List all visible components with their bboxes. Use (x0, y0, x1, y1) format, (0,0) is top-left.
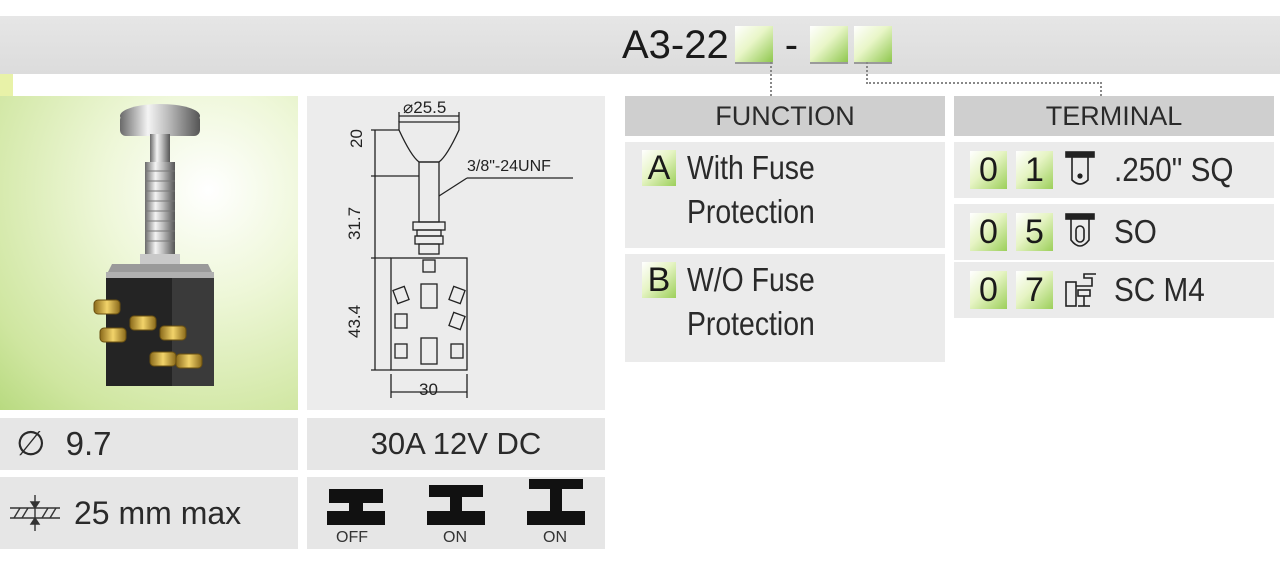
diameter-dimension: ⌀25.5 (403, 98, 447, 117)
position-label-on-1: ON (443, 529, 467, 546)
diameter-value: 9.7 (65, 425, 112, 462)
terminal-option-05: 0 5 SO (954, 204, 1274, 260)
function-code-badge: A (642, 149, 676, 187)
rating-value: 30A 12V DC (370, 426, 542, 461)
terminal-digit-1: 0 (970, 213, 1007, 251)
switch-positions: OFF ON ON (307, 477, 605, 549)
terminal-digit-2: 1 (1016, 151, 1053, 189)
top-height-dimension: 20 (347, 129, 366, 148)
thread-spec: 3/8"-24UNF (467, 158, 551, 175)
body-width-dimension: 30 (419, 380, 438, 399)
solder-terminal-icon (1065, 213, 1095, 247)
off-position-icon (327, 489, 385, 525)
terminal-digit-1: 0 (970, 271, 1007, 309)
shaft-length-dimension: 31.7 (345, 206, 364, 240)
screw-terminal-icon (1065, 273, 1096, 307)
terminal-option-07: 0 7 SC M4 (954, 262, 1274, 318)
rating-spec: 30A 12V DC (307, 418, 605, 470)
function-code-box (734, 26, 773, 64)
panel-thickness-value: 25 mm max (74, 494, 242, 531)
dimension-drawing: ⌀25.5 20 31.7 43.4 30 3/8"-24UNF (307, 96, 605, 410)
header-bar (0, 16, 1280, 74)
function-label-line2: Protection (687, 305, 815, 342)
terminal-connector-v1 (866, 62, 868, 84)
on-position-icon-1 (427, 485, 485, 525)
function-code-badge: B (642, 261, 676, 299)
terminal-code-box-2 (854, 26, 893, 64)
terminal-digit-1: 0 (970, 151, 1007, 189)
terminal-digit-2: 5 (1016, 213, 1053, 251)
function-header: FUNCTION (625, 96, 945, 136)
function-option-b: B W/O Fuse Protection (625, 254, 945, 362)
diameter-symbol: ∅ (16, 425, 46, 463)
body-height-dimension: 43.4 (345, 304, 364, 338)
function-label-line2: Protection (687, 193, 815, 230)
terminal-connector-v2 (1100, 82, 1102, 96)
diameter-spec: ∅ 9.7 (0, 418, 298, 470)
terminal-connector-h (866, 82, 1102, 84)
panel-thickness-icon (10, 495, 60, 531)
push-pull-switch-illustration (93, 104, 214, 386)
position-label-off: OFF (336, 529, 368, 546)
model-dash: - (784, 22, 799, 67)
terminal-header: TERMINAL (954, 96, 1274, 136)
terminal-code-box-1 (810, 26, 849, 64)
function-option-a: A With Fuse Protection (625, 142, 945, 248)
quick-connect-terminal-icon (1065, 151, 1095, 185)
function-label-line1: W/O Fuse (687, 261, 815, 298)
terminal-label: SO (1114, 213, 1157, 250)
function-label-line1: With Fuse (687, 149, 815, 186)
terminal-label: SC M4 (1114, 271, 1205, 308)
model-prefix: A3-22 (622, 22, 729, 67)
function-connector (770, 62, 772, 96)
on-position-icon-2 (527, 479, 585, 525)
model-code: A3-22 - (622, 20, 893, 70)
terminal-label: .250" SQ (1114, 151, 1234, 188)
terminal-digit-2: 7 (1016, 271, 1053, 309)
position-label-on-2: ON (543, 529, 567, 546)
panel-thickness-spec: 25 mm max (0, 477, 298, 549)
product-photo (0, 96, 298, 410)
terminal-option-01: 0 1 .250" SQ (954, 142, 1274, 198)
